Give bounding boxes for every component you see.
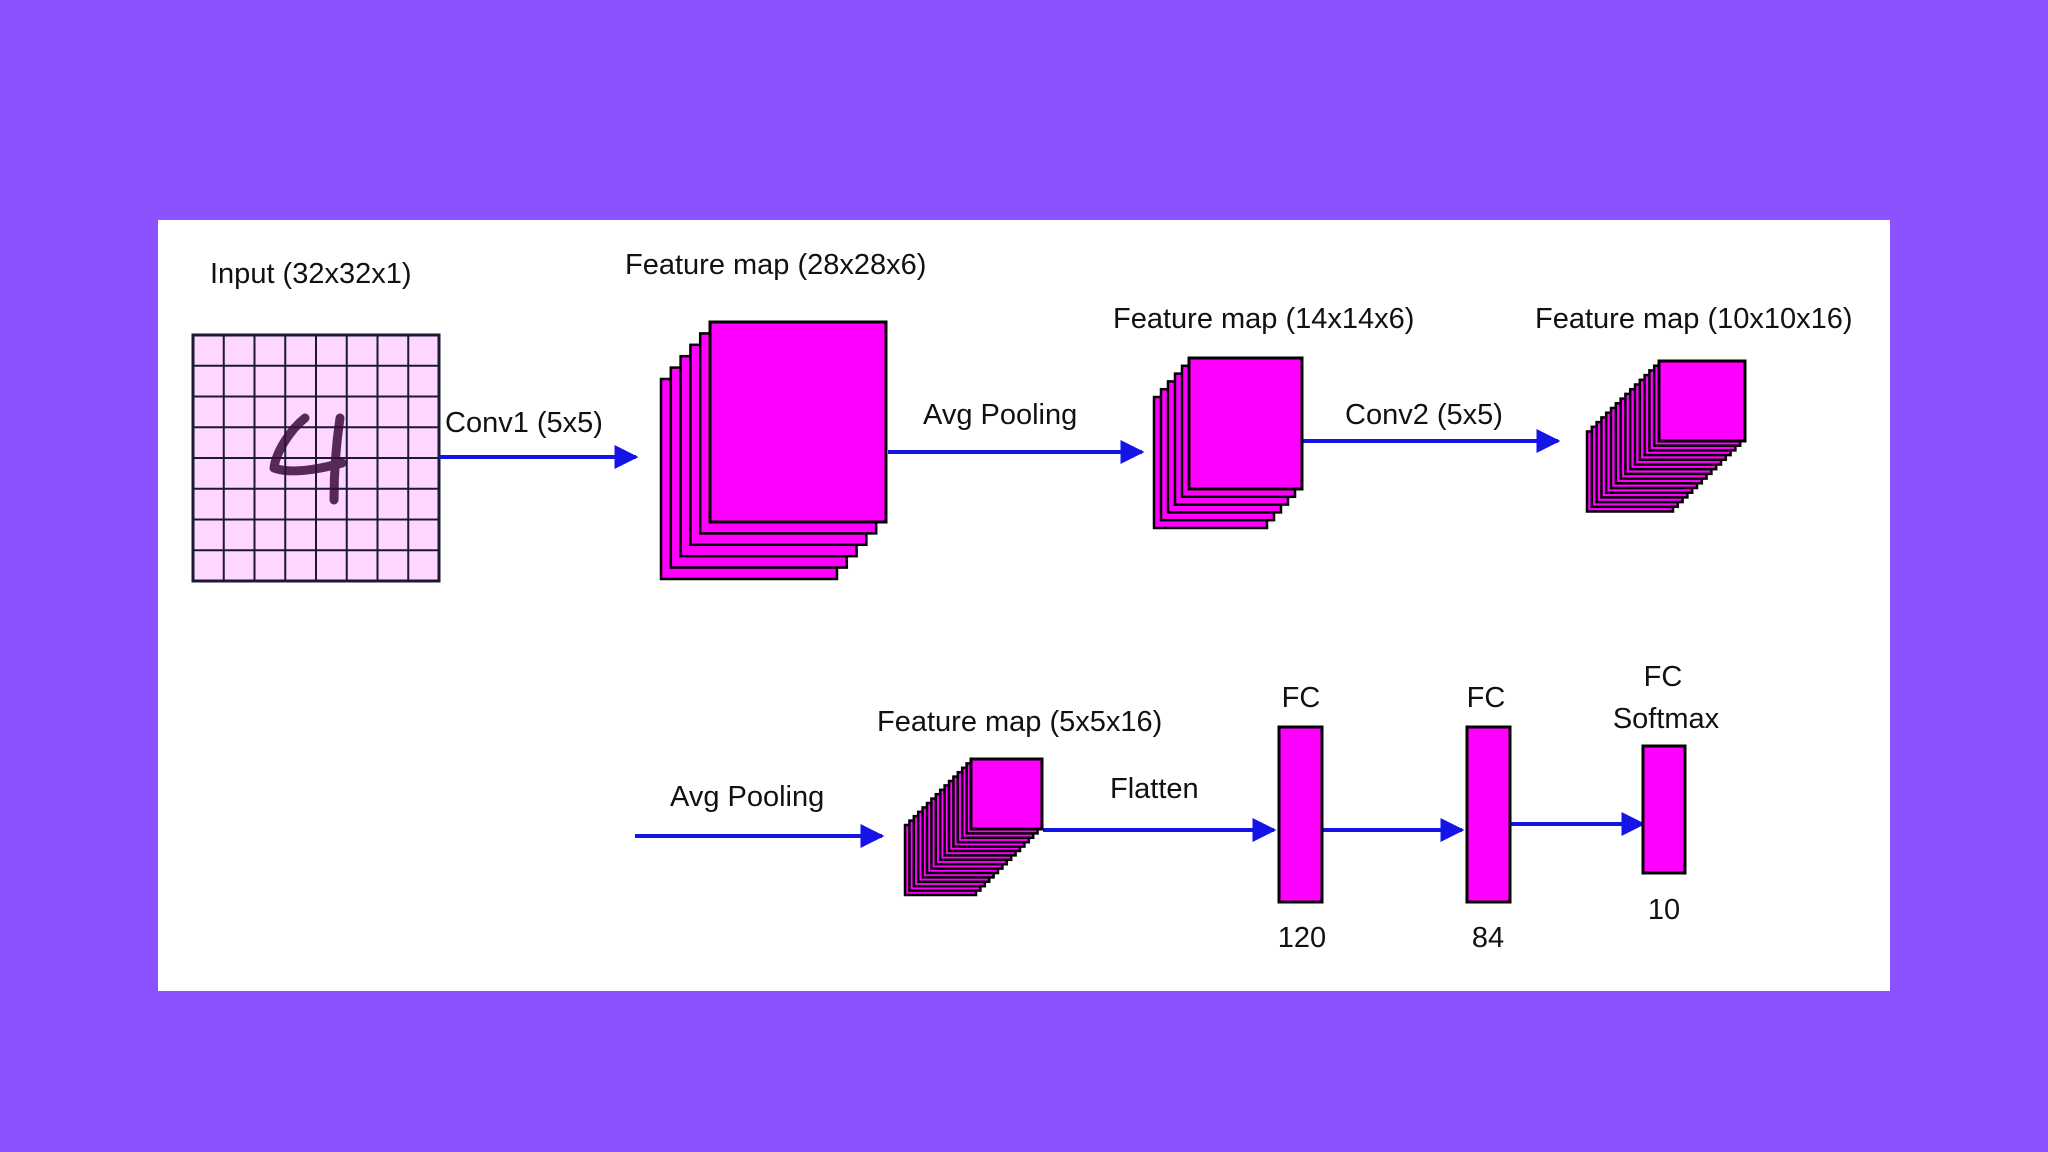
feature-map-5x5x16 bbox=[903, 757, 1044, 897]
conv1-op-label: Conv1 (5x5) bbox=[445, 407, 603, 439]
conv1-map-label: Feature map (28x28x6) bbox=[625, 249, 926, 281]
handwritten-digit-4 bbox=[269, 413, 347, 505]
fc3-size: 10 bbox=[1648, 894, 1680, 926]
feature-map-10x10x16 bbox=[1585, 359, 1747, 513]
feature-map-slice bbox=[1657, 359, 1747, 443]
fc1-title: FC bbox=[1282, 682, 1321, 714]
fc-layer-120 bbox=[1277, 725, 1324, 904]
fc3-subtitle: Softmax bbox=[1613, 703, 1720, 735]
fc2-size: 84 bbox=[1472, 922, 1504, 954]
input-grid-lines bbox=[193, 335, 439, 581]
feature-map-14x14x6 bbox=[1152, 356, 1304, 530]
input-image bbox=[191, 333, 441, 583]
feature-map-slice bbox=[1187, 356, 1304, 491]
fc2-title: FC bbox=[1467, 682, 1506, 714]
pool2-op-label: Avg Pooling bbox=[670, 781, 824, 813]
fc-layer-10 bbox=[1641, 744, 1687, 875]
conv2-map-label: Feature map (10x10x16) bbox=[1535, 303, 1853, 335]
pool1-op-label: Avg Pooling bbox=[923, 399, 1077, 431]
conv2-op-label: Conv2 (5x5) bbox=[1345, 399, 1503, 431]
feature-map-28x28x6 bbox=[659, 320, 888, 581]
feature-map-slice bbox=[708, 320, 888, 524]
pool1-map-label: Feature map (14x14x6) bbox=[1113, 303, 1414, 335]
fc1-size: 120 bbox=[1278, 922, 1326, 954]
fc3-title: FC bbox=[1644, 661, 1683, 693]
diagram-panel bbox=[158, 220, 1890, 991]
fc-layer-84 bbox=[1465, 725, 1512, 904]
input-label: Input (32x32x1) bbox=[210, 258, 412, 290]
flatten-op-label: Flatten bbox=[1110, 773, 1199, 805]
feature-map-slice bbox=[969, 757, 1044, 831]
pool2-map-label: Feature map (5x5x16) bbox=[877, 706, 1162, 738]
